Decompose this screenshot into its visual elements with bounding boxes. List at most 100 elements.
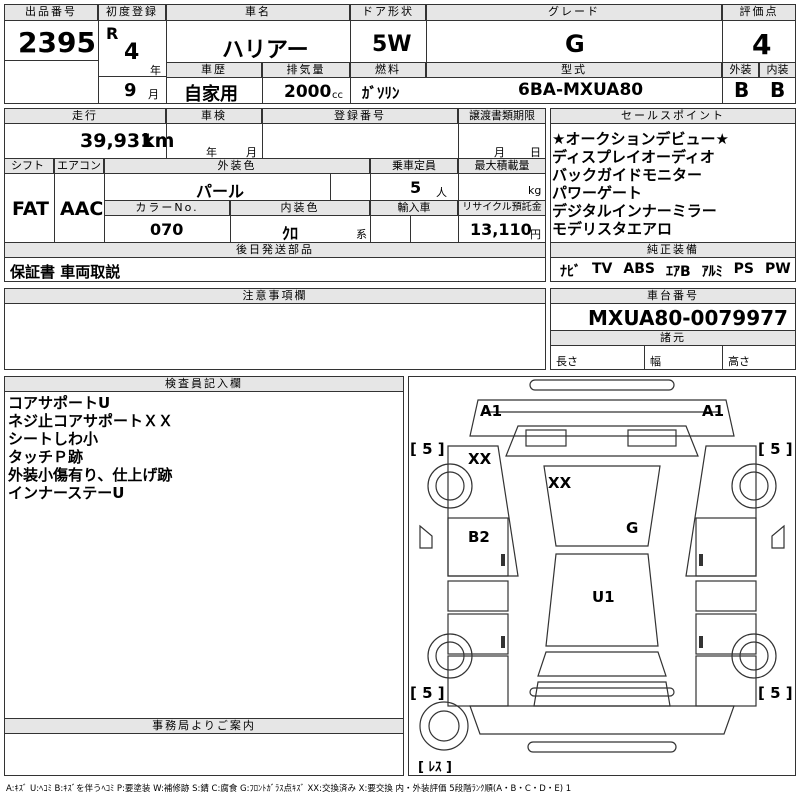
interior-color-unit: 系 [356, 228, 367, 241]
equipment-item: ABS [623, 261, 655, 277]
equipment-item: PS [733, 261, 754, 277]
equipment-header: 純正装備 [550, 242, 796, 258]
mileage-header: 走行 [4, 108, 166, 124]
fuel: ｶﾞｿﾘﾝ [362, 84, 400, 102]
transfer-deadline-header: 譲渡書類期限 [458, 108, 546, 124]
registration-year: 4 [124, 40, 140, 65]
chassis-number: MXUA80-0079977 [588, 306, 788, 330]
equipment-list: ﾅﾋﾞ TV ABS ｴｱB ｱﾙﾐ PS PW [560, 261, 791, 281]
transfer-day-unit: 日 [530, 146, 541, 159]
inspection-year-unit: 年 [206, 146, 217, 159]
lot-number-header: 出品番号 [4, 4, 98, 21]
tire-front-right: [ 5 ] [758, 440, 793, 458]
history: 自家用 [184, 84, 238, 105]
inspection-month-unit: 月 [246, 146, 257, 159]
shift: FAT [12, 198, 49, 220]
inspector-line: 外装小傷有り、仕上げ跡 [8, 466, 173, 484]
recycle-unit: 円 [530, 228, 541, 241]
registration-month: 9 [124, 80, 137, 101]
tire-rear-left: [ 5 ] [410, 684, 445, 702]
grade: G [565, 30, 585, 58]
exterior-score: B [734, 78, 750, 102]
max-load-header: 最大積載量 [458, 158, 546, 174]
displacement-unit: cc [332, 90, 343, 101]
sales-point-item: モデリスタエアロ [552, 220, 673, 238]
inspector-line: タッチＰ跡 [8, 448, 84, 466]
sales-point-item: ★オークションデビュー★ [552, 130, 729, 148]
sales-point-item: バックガイドモニター [552, 166, 703, 184]
damage-u1: U1 [592, 588, 615, 606]
later-parts-header: 後日発送部品 [4, 242, 546, 258]
air-conditioner: AAC [60, 198, 104, 220]
exterior-color: パール [196, 182, 245, 201]
equipment-item: TV [592, 261, 613, 277]
recycle-deposit: 13,110 [470, 220, 532, 239]
import-header: 輸入車 [370, 200, 458, 216]
damage-xx-center: XX [548, 474, 572, 492]
interior-color-header: 内装色 [230, 200, 370, 216]
shift-header: シフト [4, 158, 54, 174]
chassis-header: 車台番号 [550, 288, 796, 304]
month-unit: 月 [148, 88, 159, 101]
exterior-color-header: 外装色 [104, 158, 370, 174]
grade-header: グレード [426, 4, 722, 21]
car-diagram [419, 379, 785, 753]
recycle-deposit-header: リサイクル預託金 [458, 200, 546, 216]
color-number: 070 [150, 220, 184, 239]
sales-point-item: パワーゲート [552, 184, 643, 202]
notes-header: 注意事項欄 [4, 288, 546, 304]
equipment-item: PW [765, 261, 791, 277]
lot-number: 2395 [18, 26, 96, 59]
capacity-unit: 人 [436, 186, 447, 199]
tire-front-left: [ 5 ] [410, 440, 445, 458]
interior-score: B [770, 78, 786, 102]
capacity-header: 乗車定員 [370, 158, 458, 174]
tire-rear-right: [ 5 ] [758, 684, 793, 702]
damage-xx-left: XX [468, 450, 492, 468]
height-label: 高さ [728, 355, 750, 368]
later-parts: 保証書 車両取説 [10, 263, 121, 281]
inspector-line: コアサポートU [8, 394, 111, 412]
sales-points-header: セールスポイント [550, 108, 796, 124]
legend: A:ｷｽﾞ U:ﾍｺﾐ B:ｷｽﾞを伴うﾍｺﾐ P:要塗装 W:補修跡 S:錆 … [6, 784, 572, 794]
car-name: ハリアー [222, 38, 309, 63]
inspector-notes: コアサポートU ネジ止コアサポートＸＸ シートしわ小 タッチＰ跡 外装小傷有り、… [8, 394, 173, 502]
inspector-line: シートしわ小 [8, 430, 99, 448]
equipment-item: ﾅﾋﾞ [560, 264, 581, 280]
capacity: 5 [410, 178, 422, 197]
damage-a1-right: A1 [702, 402, 725, 420]
damage-a1-left: A1 [480, 402, 503, 420]
office-header: 事務局よりご案内 [4, 718, 404, 734]
inspector-line: ネジ止コアサポートＸＸ [8, 412, 174, 430]
fuel-header: 燃料 [350, 62, 426, 78]
registration-number-header: 登録番号 [262, 108, 458, 124]
inspector-block [4, 376, 404, 776]
spare-tire: [ ﾚｽ ] [418, 760, 452, 775]
color-number-header: カラーNo. [104, 200, 230, 216]
door-type: 5W [372, 32, 412, 57]
width-label: 幅 [650, 355, 661, 368]
interior-header: 内装 [759, 62, 796, 78]
max-load-unit: kg [528, 184, 542, 197]
first-registration-header: 初度登録 [98, 4, 166, 21]
model: 6BA-MXUA80 [518, 80, 644, 100]
inspector-line: インナーステーU [8, 484, 125, 502]
era-label: R [106, 24, 119, 43]
car-name-header: 車名 [166, 4, 350, 21]
sales-points-list: ★オークションデビュー★ ディスプレイオーディオ バックガイドモニター パワーゲ… [552, 130, 729, 238]
sales-point-item: デジタルインナーミラー [552, 202, 717, 220]
damage-b2: B2 [468, 528, 490, 546]
score-header: 評価点 [722, 4, 796, 21]
year-unit: 年 [150, 64, 161, 77]
history-header: 車歴 [166, 62, 262, 78]
length-label: 長さ [556, 355, 578, 368]
sales-point-item: ディスプレイオーディオ [552, 148, 715, 166]
interior-color: ｸﾛ [282, 224, 299, 243]
score: 4 [752, 28, 772, 61]
mileage-unit: km [142, 130, 175, 152]
exterior-header: 外装 [722, 62, 759, 78]
inspection-header: 車検 [166, 108, 262, 124]
damage-g: G [626, 519, 639, 537]
model-header: 型式 [426, 62, 722, 78]
mileage: 39,931 [80, 130, 154, 152]
